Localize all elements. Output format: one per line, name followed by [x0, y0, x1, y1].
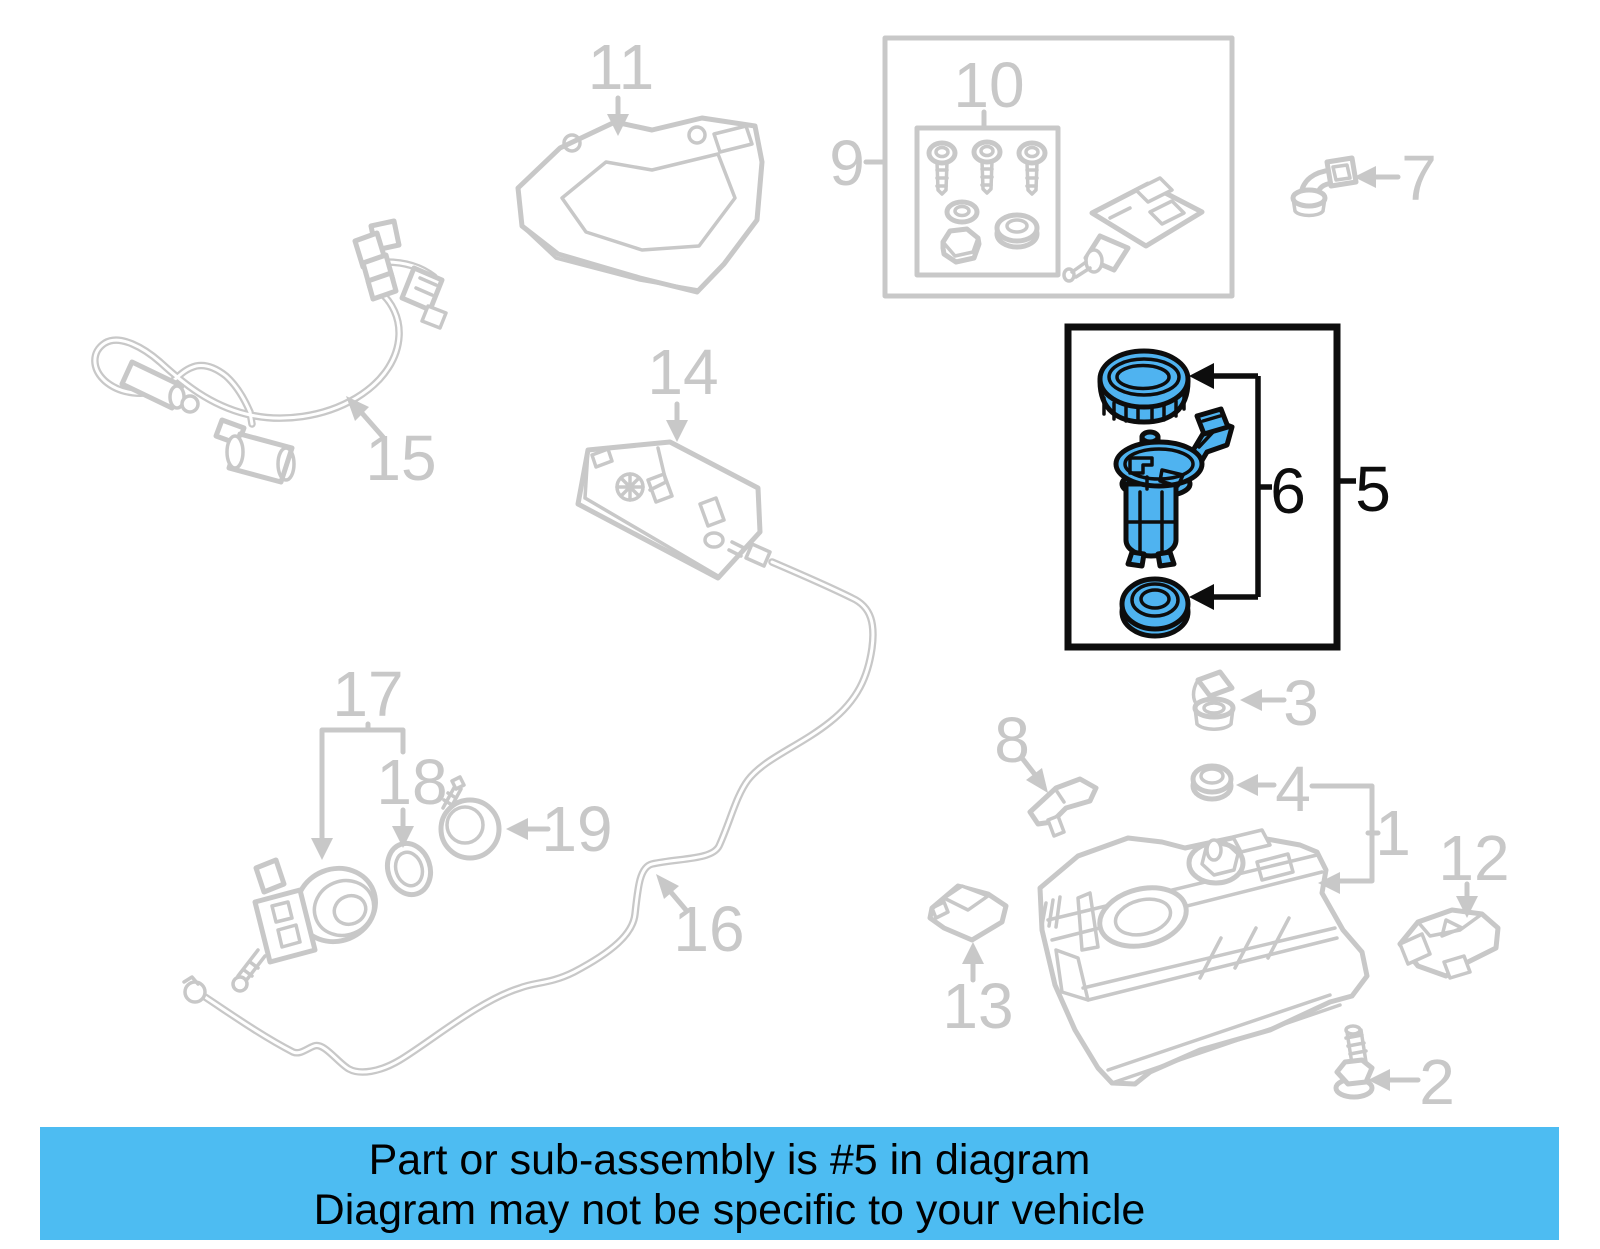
banner-line-1: Part or sub-assembly is #5 in diagram	[368, 1136, 1091, 1184]
part-19-grommet-cap	[438, 775, 502, 861]
callout-1-leader	[1309, 783, 1381, 884]
info-banner: Part or sub-assembly is #5 in diagram Di…	[40, 1127, 1559, 1240]
part-2-bolt	[1333, 1024, 1375, 1100]
part-15-wiring-harness	[91, 218, 448, 485]
callout-19-arrowhead	[506, 818, 528, 840]
nut	[940, 226, 982, 265]
callout-15-arrowhead	[346, 396, 369, 421]
callout-10-label: 10	[953, 49, 1024, 121]
part-3-check-valve	[1191, 669, 1236, 731]
callout-6-arrowhead-top	[1189, 363, 1214, 389]
callout-2-arrowhead	[1368, 1069, 1390, 1091]
callout-2-label: 2	[1419, 1046, 1455, 1118]
callout-18-arrowhead	[392, 826, 414, 848]
callout-18-label: 18	[376, 746, 447, 818]
callout-1-label: 1	[1375, 797, 1411, 869]
callout-4-label: 4	[1275, 753, 1311, 825]
callout-6-label: 6	[1270, 455, 1306, 527]
callout-7-arrowhead	[1354, 166, 1376, 188]
screw-3	[1016, 140, 1048, 196]
part-7-elbow-fitting	[1290, 155, 1359, 218]
pump-bracket-module	[1062, 176, 1205, 283]
callout-9-label: 9	[829, 127, 865, 199]
fuel-line-end-lug	[183, 980, 207, 1004]
callout-7-label: 7	[1401, 142, 1437, 214]
callout-3-arrowhead	[1240, 689, 1262, 711]
callout-17-label: 17	[332, 658, 403, 730]
part-11-cover	[515, 115, 765, 295]
fuel-line-fitting	[744, 542, 772, 568]
part-6-filler-cap	[1097, 348, 1191, 425]
callout-5-label: 5	[1355, 453, 1391, 525]
part-4-grommet-seal	[1190, 763, 1234, 802]
part-6-seal-ring	[1119, 576, 1191, 639]
part-14-bracket-tray	[575, 439, 763, 581]
part-9-kit-box	[882, 35, 1235, 299]
part-17-valve-assembly	[231, 857, 378, 993]
callout-8-arrowhead	[1026, 768, 1048, 793]
callout-13-arrowhead	[962, 942, 984, 964]
callout-11-label: 11	[588, 31, 654, 103]
callout-17-arrowhead	[311, 838, 333, 860]
part-18-o-ring	[384, 840, 434, 898]
part-6-pump-module	[1113, 406, 1235, 569]
callout-6-arrowhead-bottom	[1189, 584, 1214, 610]
part-13-sensor-module	[927, 883, 1009, 943]
callout-13-label: 13	[942, 970, 1013, 1042]
callout-3-label: 3	[1283, 667, 1319, 739]
callout-11-arrowhead	[607, 114, 629, 136]
part-8-clip	[1027, 776, 1099, 838]
callout-19-label: 19	[541, 793, 612, 865]
washer	[944, 199, 980, 225]
callout-12-arrowhead	[1456, 896, 1478, 918]
part-12-sender-module	[1397, 907, 1501, 980]
grommet-ring	[994, 212, 1040, 250]
part-16-fuel-line	[182, 540, 877, 1076]
part-1-fuel-tank	[1037, 828, 1370, 1087]
callout-16-label: 16	[673, 893, 744, 965]
callout-14-arrowhead	[666, 420, 688, 442]
callout-1-arrowhead	[1318, 872, 1340, 894]
screw-2	[971, 139, 1003, 195]
harness-inline-cylinder	[119, 359, 185, 411]
banner-line-2: Diagram may not be specific to your vehi…	[313, 1186, 1146, 1234]
callout-16-arrowhead	[656, 874, 679, 899]
callout-17-leader	[319, 721, 406, 851]
callout-4-arrowhead	[1236, 774, 1258, 796]
callout-14-label: 14	[647, 336, 718, 408]
callout-8-label: 8	[994, 704, 1030, 776]
part-10-kit-box	[914, 125, 1061, 278]
screw-1	[926, 140, 958, 196]
callout-12-label: 12	[1438, 822, 1509, 894]
